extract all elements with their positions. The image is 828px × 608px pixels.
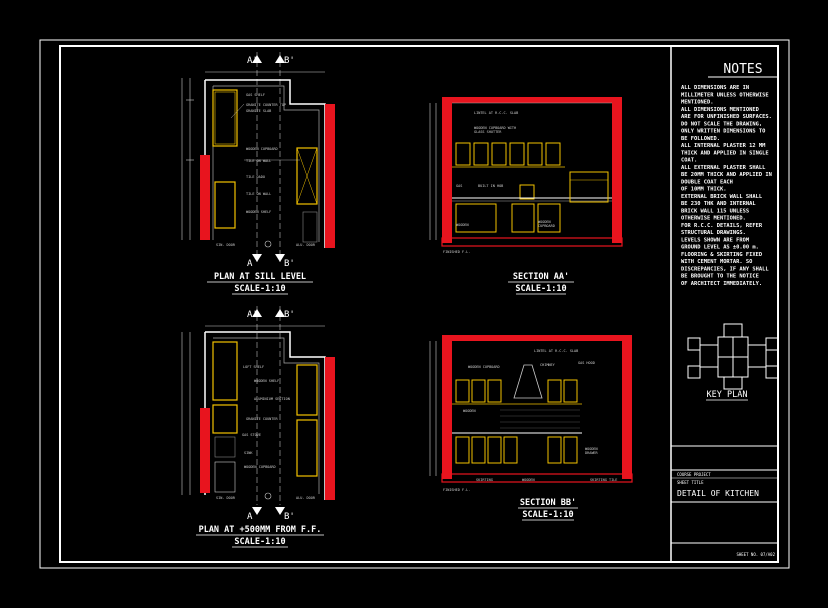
plan-500mm: A' B' LOFT SHELF WOODEN SHELF ALUMINIUM … [181, 306, 335, 548]
svg-text:WOODEN SHELF: WOODEN SHELF [246, 210, 271, 214]
svg-text:ALUMINIUM SECTION: ALUMINIUM SECTION [254, 397, 290, 401]
svg-text:GAS HOOD: GAS HOOD [578, 361, 595, 365]
note-line: STRUCTURAL DRAWINGS. [681, 230, 746, 236]
note-line: BE FOLLOWED. [681, 136, 720, 142]
svg-text:CHIMNEY: CHIMNEY [540, 363, 556, 367]
notes-heading: NOTES [723, 62, 762, 77]
note-line: ALL EXTERNAL PLASTER SHALL [681, 165, 766, 171]
note-line: BRICK WALL 115 UNLESS [681, 208, 749, 214]
note-line: ALL DIMENSIONS ARE IN [681, 85, 749, 91]
note-line: DOUBLE COAT EACH [681, 179, 733, 185]
note-line: FLOORING & SKIRTING FIXED [681, 252, 762, 258]
note-line: BE 20MM THICK AND APPLIED IN [681, 172, 772, 178]
svg-text:SIN. DOOR: SIN. DOOR [216, 496, 236, 500]
svg-text:WOODEN CUPBOARD: WOODEN CUPBOARD [244, 465, 276, 469]
plan-500-title: PLAN AT +500MM FROM F.F. [199, 525, 322, 535]
svg-text:WOODEN CUPBOARD WITH: WOODEN CUPBOARD WITH [474, 126, 516, 130]
grid-label-a: A' [247, 310, 258, 320]
svg-text:WOODEN: WOODEN [585, 447, 598, 451]
svg-text:WOODEN: WOODEN [538, 220, 551, 224]
key-plan-label: KEY PLAN [707, 390, 748, 400]
svg-text:SIN. DOOR: SIN. DOOR [216, 243, 236, 247]
project-label: COURSE PROJECT [677, 472, 711, 477]
note-line: OF ARCHITECT IMMEDIATELY. [681, 281, 762, 287]
note-line: DO NOT SCALE THE DRAWING, [681, 121, 762, 127]
note-line: BE BROUGHT TO THE NOTICE [681, 274, 759, 280]
note-line: LEVELS SHOWN ARE FROM [681, 237, 750, 243]
plan-sill-title: PLAN AT SILL LEVEL [214, 272, 306, 282]
svg-text:LINTEL AT R.C.C. SLAB: LINTEL AT R.C.C. SLAB [474, 111, 518, 115]
section-bb-scale: SCALE-1:10 [522, 510, 573, 520]
note-line: THICK AND APPLIED IN SINGLE [681, 150, 769, 156]
note-line: COAT. [681, 158, 697, 164]
title-block: COURSE PROJECT SHEET TITLE DETAIL OF KIT… [671, 445, 778, 557]
svg-text:TILE ON WALL: TILE ON WALL [246, 192, 271, 196]
note-line: DISCREPANCIES, IF ANY SHALL [681, 266, 769, 272]
svg-text:FINISHED F.L.: FINISHED F.L. [443, 250, 470, 254]
plan-sill-level: A' B' GAS SHELF GRANITE COUNTER TOP [181, 52, 335, 295]
note-line: WITH CEMENT MORTAR. SO [681, 259, 752, 265]
note-line: ALL INTERNAL PLASTER 12 MM [681, 143, 766, 149]
svg-text:GAS STOVE: GAS STOVE [242, 433, 261, 437]
section-aa-scale: SCALE-1:10 [515, 284, 566, 294]
note-line: BE 230 THK AND INTERNAL [681, 201, 756, 207]
sheet-title-label: SHEET TITLE [677, 480, 704, 485]
note-line: ALL DIMENSIONS MENTIONED [681, 107, 759, 113]
section-bb: LINTEL AT R.C.C. SLAB GAS HOOD CHIMNEY W… [429, 335, 633, 521]
note-line: EXTERNAL BRICK WALL SHALL [681, 194, 763, 200]
svg-text:B': B' [284, 512, 295, 522]
grid-label-a: A' [247, 56, 258, 66]
svg-text:B': B' [284, 259, 295, 269]
grid-label-b: B' [284, 56, 295, 66]
svg-text:SKIRTING TILE: SKIRTING TILE [590, 478, 617, 482]
svg-text:GRANITE SLAB: GRANITE SLAB [246, 109, 271, 113]
sheet-number: SHEET NO. 07/A02 [736, 552, 775, 557]
key-plan [687, 323, 779, 390]
svg-text:GAS SHELF: GAS SHELF [246, 93, 265, 97]
svg-text:SKIRTING: SKIRTING [476, 478, 493, 482]
plan-500-scale: SCALE-1:10 [234, 537, 285, 547]
svg-text:WOODEN: WOODEN [522, 478, 535, 482]
svg-text:CUPBOARD: CUPBOARD [538, 224, 555, 228]
note-line: OTHERWISE MENTIONED. [681, 216, 746, 222]
svg-text:TILE DADO: TILE DADO [246, 175, 265, 179]
section-aa-title: SECTION AA' [513, 272, 569, 282]
svg-text:WOODEN CUPBOARD: WOODEN CUPBOARD [468, 365, 500, 369]
section-bb-title: SECTION BB' [520, 498, 576, 508]
inner-border [59, 45, 779, 563]
note-line: OF 10MM THICK. [681, 187, 726, 193]
svg-text:LOFT SHELF: LOFT SHELF [243, 365, 264, 369]
outer-border [39, 39, 790, 569]
svg-text:SINK: SINK [244, 451, 253, 455]
svg-text:WOODEN: WOODEN [456, 223, 469, 227]
grid-label-b: B' [284, 310, 295, 320]
svg-text:GRANITE COUNTER: GRANITE COUNTER [246, 417, 279, 421]
svg-text:WOODEN SHELF: WOODEN SHELF [254, 379, 279, 383]
note-line: GROUND LEVEL AS ±0.00 m. [681, 245, 759, 251]
sheet-title: DETAIL OF KITCHEN [677, 489, 759, 498]
svg-text:WOODEN: WOODEN [463, 409, 476, 413]
svg-text:ALU. DOOR: ALU. DOOR [296, 496, 316, 500]
note-line: ARE FOR UNFINISHED SURFACES. [681, 114, 772, 120]
svg-text:DRAWER: DRAWER [585, 451, 599, 455]
plan-sill-scale: SCALE-1:10 [234, 284, 285, 294]
note-line: MENTIONED. [681, 100, 713, 106]
note-line: MILLIMETER UNLESS OTHERWISE [681, 92, 769, 98]
note-line: ONLY WRITTEN DIMENSIONS TO [681, 129, 765, 135]
svg-text:WOODEN CUPBOARD: WOODEN CUPBOARD [246, 147, 278, 151]
svg-text:TILE ON WALL: TILE ON WALL [246, 159, 271, 163]
svg-text:LINTEL AT R.C.C. SLAB: LINTEL AT R.C.C. SLAB [534, 349, 578, 353]
svg-text:GRANITE COUNTER TOP: GRANITE COUNTER TOP [246, 103, 286, 107]
svg-text:GLASS SHUTTER: GLASS SHUTTER [474, 130, 502, 134]
svg-text:A: A [247, 512, 253, 522]
svg-text:GAS: GAS [456, 184, 462, 188]
svg-text:A: A [247, 259, 253, 269]
section-aa: LINTEL AT R.C.C. SLAB WOODEN CUPBOARD WI… [429, 97, 623, 295]
svg-text:BUILT IN HOB: BUILT IN HOB [478, 184, 503, 188]
note-line: FOR R.C.C. DETAILS, REFER [681, 223, 763, 229]
svg-text:ALU. DOOR: ALU. DOOR [296, 243, 316, 247]
svg-text:FINISHED F.L.: FINISHED F.L. [443, 488, 470, 492]
